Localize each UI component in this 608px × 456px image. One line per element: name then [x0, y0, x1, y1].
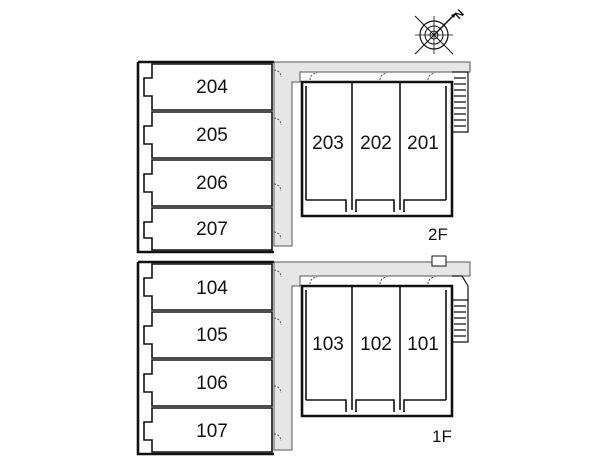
compass-north-label: N [453, 8, 467, 22]
west-block-outline-2f [136, 60, 274, 254]
west-block-outline-1f [136, 260, 274, 456]
unit-207 [143, 207, 273, 251]
unit-label-204: 204 [196, 77, 228, 98]
unit-105 [143, 311, 273, 359]
unit-label-104: 104 [196, 278, 228, 299]
compass-icon [414, 12, 457, 55]
unit-106 [143, 359, 273, 407]
unit-107 [143, 407, 273, 453]
unit-label-106: 106 [196, 373, 228, 394]
entrance-box-1f [431, 255, 447, 267]
floor-2f: 204 205 206 207 203 202 201 2F [136, 60, 471, 254]
floor-1f: 104 105 106 107 103 102 101 1F [136, 255, 471, 456]
unit-205 [143, 111, 273, 159]
stair-2f [452, 71, 469, 133]
unit-104 [143, 263, 273, 311]
unit-label-202: 202 [360, 133, 392, 154]
floor-label-2f: 2F [428, 225, 448, 244]
unit-label-205: 205 [196, 125, 228, 146]
corridor-2f [273, 61, 471, 247]
stair-1f [452, 275, 469, 343]
unit-206 [143, 159, 273, 207]
unit-label-107: 107 [196, 421, 228, 442]
unit-label-203: 203 [312, 133, 344, 154]
east-block-outline-2f [300, 80, 454, 218]
unit-label-105: 105 [196, 325, 228, 346]
unit-label-101: 101 [407, 334, 439, 355]
unit-label-206: 206 [196, 173, 228, 194]
east-block-outline-1f [300, 284, 454, 418]
floor-label-1f: 1F [432, 427, 452, 446]
unit-204 [143, 63, 273, 111]
unit-label-103: 103 [312, 334, 344, 355]
unit-label-207: 207 [196, 219, 228, 240]
unit-label-201: 201 [407, 133, 439, 154]
corridor-1f [273, 261, 471, 451]
unit-label-102: 102 [360, 334, 392, 355]
